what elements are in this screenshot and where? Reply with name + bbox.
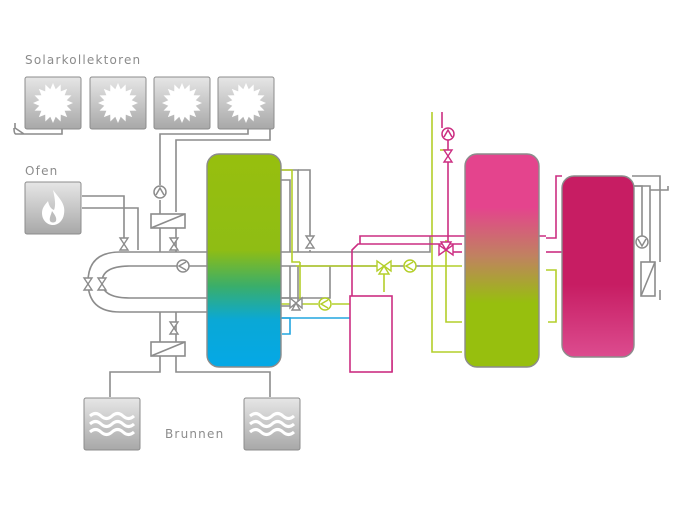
- solar-collector: [24, 76, 82, 130]
- hot-water-tank: [561, 175, 635, 358]
- heat-exchanger-icon: [640, 261, 656, 297]
- sun-rays: [226, 83, 266, 123]
- combi-storage-tank: [464, 153, 540, 368]
- flame-icon: [42, 190, 65, 225]
- pump-icon: [318, 297, 332, 311]
- valve-icon: [96, 277, 108, 291]
- solar-collector: [89, 76, 147, 130]
- heat-exchanger-icon: [150, 341, 186, 357]
- solar-collector: [153, 76, 211, 130]
- wells: [83, 397, 301, 451]
- valve-icon: [442, 149, 454, 163]
- well: [243, 397, 301, 451]
- valve-icon: [82, 277, 94, 291]
- sun-rays: [33, 83, 73, 123]
- solar-collectors-label: Solarkollektoren: [25, 53, 141, 67]
- cyan-pipe: [280, 317, 350, 335]
- valve-icon: [168, 321, 180, 335]
- pump-icon: [176, 259, 190, 273]
- well: [83, 397, 141, 451]
- solar-collector: [217, 76, 275, 130]
- valve-icon: [118, 237, 130, 251]
- three-way-valve-icon: [289, 296, 303, 311]
- heating-unit: [349, 295, 393, 373]
- wells-label: Brunnen: [165, 427, 224, 441]
- valve-icon: [304, 235, 316, 249]
- sun-icon: [98, 83, 138, 123]
- sun-rays: [162, 83, 202, 123]
- buffer-tank: [206, 153, 282, 368]
- sun-icon: [226, 83, 266, 123]
- water-waves-icon: [88, 412, 136, 436]
- pump-icon: [441, 127, 455, 141]
- valve-icon: [168, 237, 180, 251]
- water-waves-icon: [248, 412, 296, 436]
- stove-label: Ofen: [25, 164, 58, 178]
- pump-icon: [635, 235, 649, 249]
- pump-icon: [153, 185, 167, 199]
- solar-collectors: [24, 76, 275, 130]
- sun-icon: [162, 83, 202, 123]
- sun-rays: [98, 83, 138, 123]
- heat-exchanger-icon: [150, 213, 186, 229]
- pump-icon: [403, 259, 417, 273]
- three-way-valve-icon: [438, 241, 454, 257]
- sun-icon: [33, 83, 73, 123]
- stove: [24, 181, 82, 235]
- three-way-valve-icon: [376, 259, 392, 275]
